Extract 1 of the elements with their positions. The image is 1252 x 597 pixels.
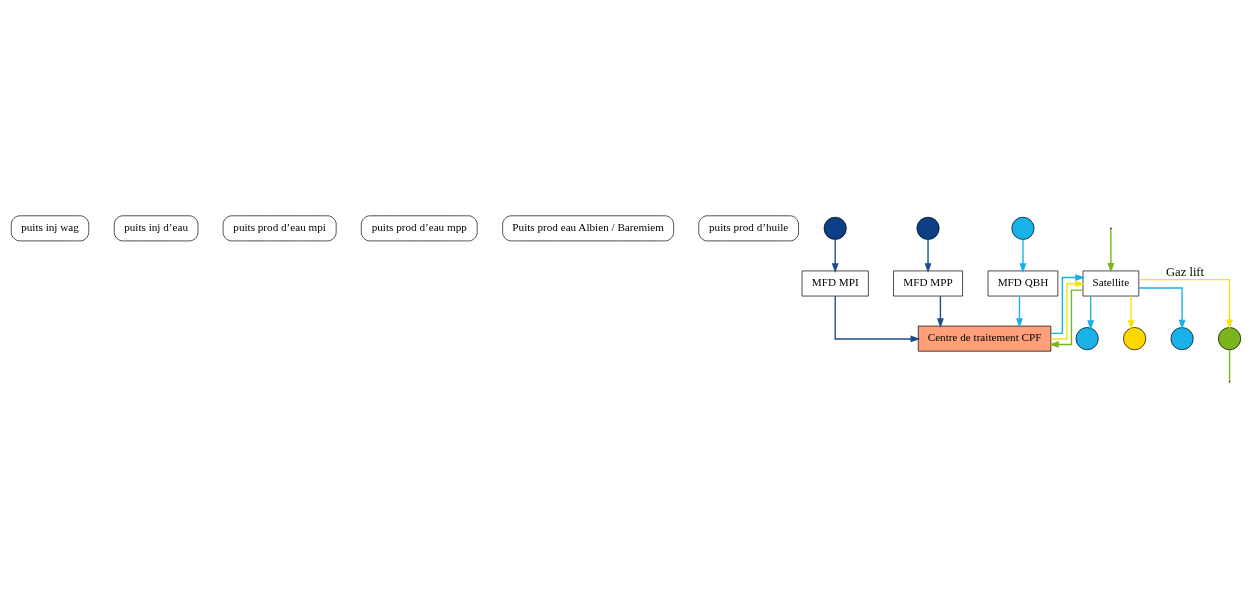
- edge-label: Gaz lift: [1166, 264, 1205, 279]
